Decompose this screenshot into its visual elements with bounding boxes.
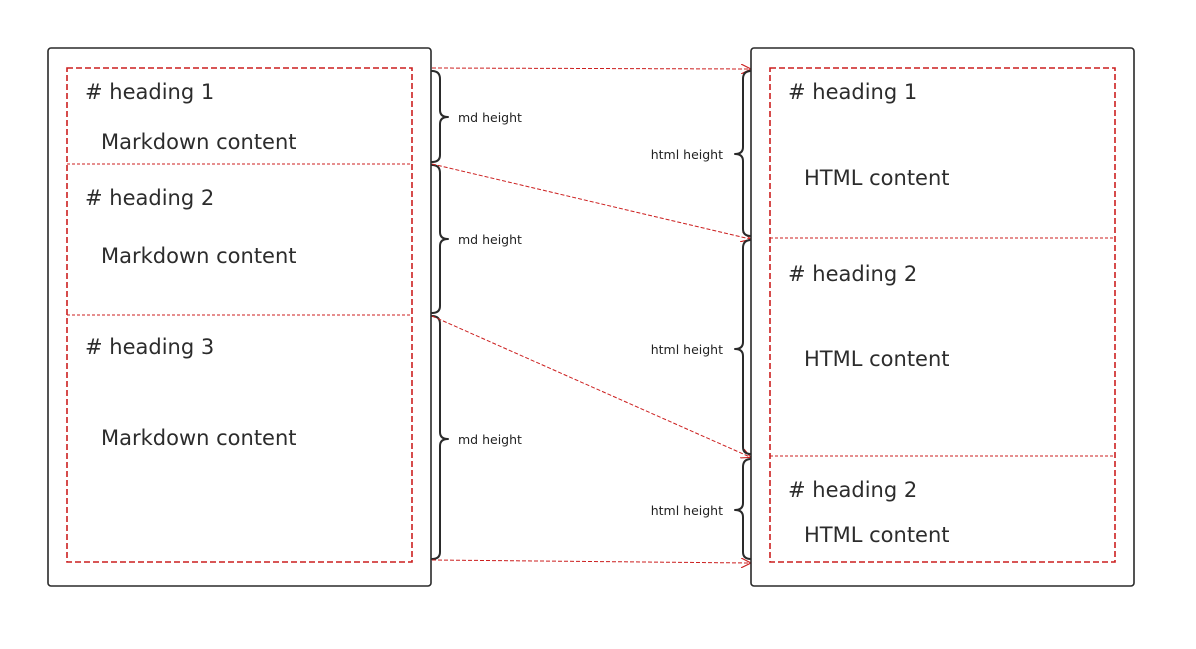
html-panel-frame [750, 47, 1135, 587]
markdown-content-2: Markdown content [101, 244, 297, 268]
html-height-label: html height [651, 147, 723, 162]
md-height-label: md height [458, 232, 522, 247]
markdown-content-1: Markdown content [101, 130, 297, 154]
html-sections-outline [769, 67, 1116, 563]
html-height-braces: html height html height html height [651, 70, 752, 560]
mapping-arrow [431, 68, 750, 69]
markdown-heading-2: # heading 2 [85, 186, 214, 210]
markdown-content-3: Markdown content [101, 426, 297, 450]
markdown-panel-frame [47, 47, 432, 587]
md-height-label: md height [458, 110, 522, 125]
md-height-brace [431, 70, 449, 163]
html-heading-3: # heading 2 [788, 478, 917, 502]
html-heading-2: # heading 2 [788, 262, 917, 286]
html-heading-1: # heading 1 [788, 80, 917, 104]
mapping-arrow [431, 560, 750, 563]
html-content-2: HTML content [804, 347, 950, 371]
html-content-3: HTML content [804, 523, 950, 547]
markdown-heading-1: # heading 1 [85, 80, 214, 104]
mapping-arrows [431, 68, 750, 563]
markdown-height-braces: md height md height md height [431, 70, 522, 560]
html-panel: # heading 1 HTML content # heading 2 HTM… [750, 47, 1135, 587]
md-height-brace [431, 164, 449, 314]
md-height-brace [431, 315, 449, 560]
markdown-heading-3: # heading 3 [85, 335, 214, 359]
mapping-arrow [431, 163, 750, 239]
html-content-1: HTML content [804, 166, 950, 190]
html-height-brace [734, 70, 752, 237]
markdown-panel: # heading 1 Markdown content # heading 2… [47, 47, 432, 587]
mapping-arrow [431, 315, 750, 457]
html-height-brace [734, 458, 752, 560]
html-height-label: html height [651, 342, 723, 357]
html-height-label: html height [651, 503, 723, 518]
md-height-label: md height [458, 432, 522, 447]
html-height-brace [734, 239, 752, 455]
